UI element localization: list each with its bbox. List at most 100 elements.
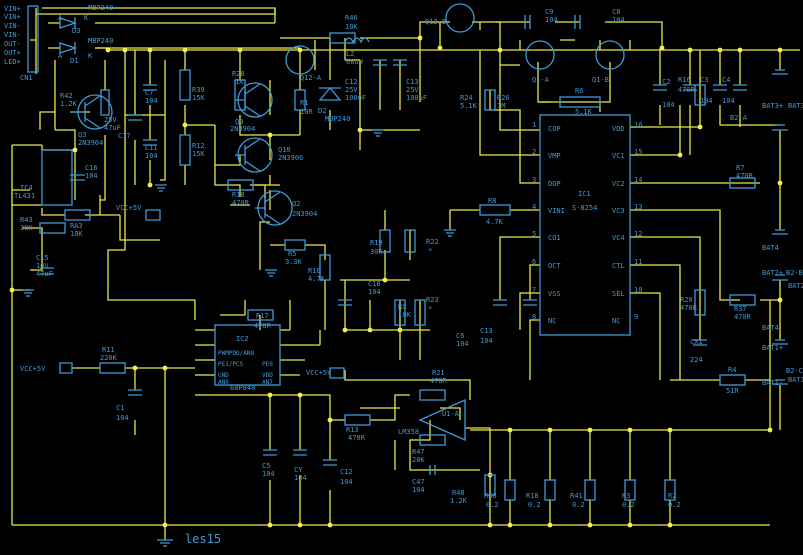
c17-ref: C17 <box>118 132 131 140</box>
q3-part: 2N3904 <box>78 139 103 147</box>
c3-val: 104 <box>700 97 713 105</box>
c13-val: 100uF <box>406 94 427 102</box>
r18-ref: R18 <box>232 191 245 199</box>
vcc5-a: VCC+5V <box>116 204 142 212</box>
r37-ref: R37 <box>734 305 747 313</box>
d3-part: MBP240 <box>88 4 113 12</box>
pin-vc3: VC3 <box>612 207 625 215</box>
r13-ref: R13 <box>346 426 359 434</box>
pin-co1: CO1 <box>548 234 561 242</box>
cy-val: 104 <box>294 474 307 482</box>
r47-ref: R47 <box>412 448 425 456</box>
r39-ref: R39 <box>192 86 205 94</box>
junctions <box>9 35 783 528</box>
ic2-pin: PWMPDD/AN8 <box>218 350 255 357</box>
ic2-pin: VDD <box>262 372 273 379</box>
r2-ref: R2 <box>668 492 676 500</box>
pin-num: 12 <box>634 230 642 238</box>
cn1-pin: LED+ <box>4 58 21 66</box>
c12-v: 25V <box>345 86 358 94</box>
q3-ref: Q3 <box>78 131 86 139</box>
r28-ref: R28 <box>232 70 245 78</box>
r4-ref: R4 <box>728 366 736 374</box>
c13-v: 25V <box>406 86 419 94</box>
pin-nc: NC <box>548 317 556 325</box>
vcc5-c: VCC+5V <box>306 369 332 377</box>
r18b-val: 0.2 <box>528 501 541 509</box>
wires <box>11 7 800 540</box>
c16-ref: C16 <box>85 164 98 172</box>
cx1-ref: CX1 <box>690 338 703 346</box>
r3-val: 0.2 <box>622 501 635 509</box>
c18-ref: C18 <box>368 280 381 288</box>
c5-val: 104 <box>262 470 275 478</box>
pin-num: 5 <box>532 230 536 238</box>
r46-ref: R46 <box>345 14 358 22</box>
c47-val: 104 <box>412 486 425 494</box>
pin-num: 9 <box>634 313 638 321</box>
c1-ref: C1 <box>116 404 124 412</box>
c4-ref: C4 <box>722 76 730 84</box>
cy-ref: CY <box>294 466 303 474</box>
c11-val: 104 <box>145 152 158 160</box>
c13b-val: 104 <box>480 337 493 345</box>
cn1-pin: VIN+ <box>4 13 21 21</box>
r41-val: 0.2 <box>572 501 585 509</box>
d2-ref: D2 <box>318 107 326 115</box>
c9-val: 104 <box>545 16 558 24</box>
q12b-ref: Q12-B <box>425 18 446 26</box>
pin-num: 8 <box>532 313 536 321</box>
r8-val: 4.7K <box>486 218 504 226</box>
d1-a: A <box>58 52 63 60</box>
cn1-pin: OUT- <box>4 40 21 48</box>
d2-part: MBP240 <box>325 115 350 123</box>
r21-ref: R21 <box>432 369 445 377</box>
r11-val: 220K <box>100 354 118 362</box>
r48-ref: R48 <box>452 489 465 497</box>
pin-vc4: VC4 <box>612 234 625 242</box>
r10-val: 4.7K <box>308 275 326 283</box>
d3-a: A <box>58 14 63 22</box>
r41-ref: R41 <box>570 492 583 500</box>
c12b-val: 104 <box>340 478 353 486</box>
d3-k: K <box>84 14 89 22</box>
r42-val: 1.2K <box>60 100 78 108</box>
r10-ref: R10 <box>308 267 321 275</box>
cn1-pin: OUT+ <box>4 49 21 57</box>
c17-v: 25V <box>104 116 117 124</box>
r20-ref: R20 <box>680 296 693 304</box>
c12-val: 100uF <box>345 94 366 102</box>
c17-val: 47uF <box>104 124 121 132</box>
pin-num: 16 <box>634 121 642 129</box>
r40-ref: R40 <box>484 492 497 500</box>
r16-ref: R16 <box>678 76 691 84</box>
lm358: LM358 <box>398 428 419 436</box>
rx-ref: RX <box>398 303 407 311</box>
pin-num: 15 <box>634 148 642 156</box>
c16-val: 104 <box>85 172 98 180</box>
r6-ref: R6 <box>575 87 583 95</box>
q10-ref: Q10 <box>278 146 291 154</box>
q9-ref: Q9 <box>235 118 243 126</box>
r39-val: 15K <box>192 94 205 102</box>
r2-val: 0.2 <box>668 501 681 509</box>
r7-val: 470R <box>736 172 754 180</box>
ic4-ref: IC4 <box>20 184 33 192</box>
c7-ref: C7 <box>145 89 153 97</box>
pin-sel: SEL <box>612 290 625 298</box>
r24-ref: R24 <box>460 94 473 102</box>
r28-val: 1K <box>235 78 244 86</box>
r17-val: 470R <box>254 322 272 330</box>
c12-ref: C12 <box>345 78 358 86</box>
r4-val: 51R <box>726 387 739 395</box>
r6-val: 5.1K <box>575 108 593 116</box>
r47-val: 20K <box>412 456 425 464</box>
bat1p: BAT1+ <box>762 344 783 352</box>
ra3-ref: RA3 <box>70 222 83 230</box>
ic2-ref: IC2 <box>236 335 249 343</box>
r12-val: 15K <box>192 150 205 158</box>
bat1m: BAT1- <box>762 379 783 387</box>
d1-part: MBP240 <box>88 37 113 45</box>
q10-part: 2N3906 <box>278 154 303 162</box>
